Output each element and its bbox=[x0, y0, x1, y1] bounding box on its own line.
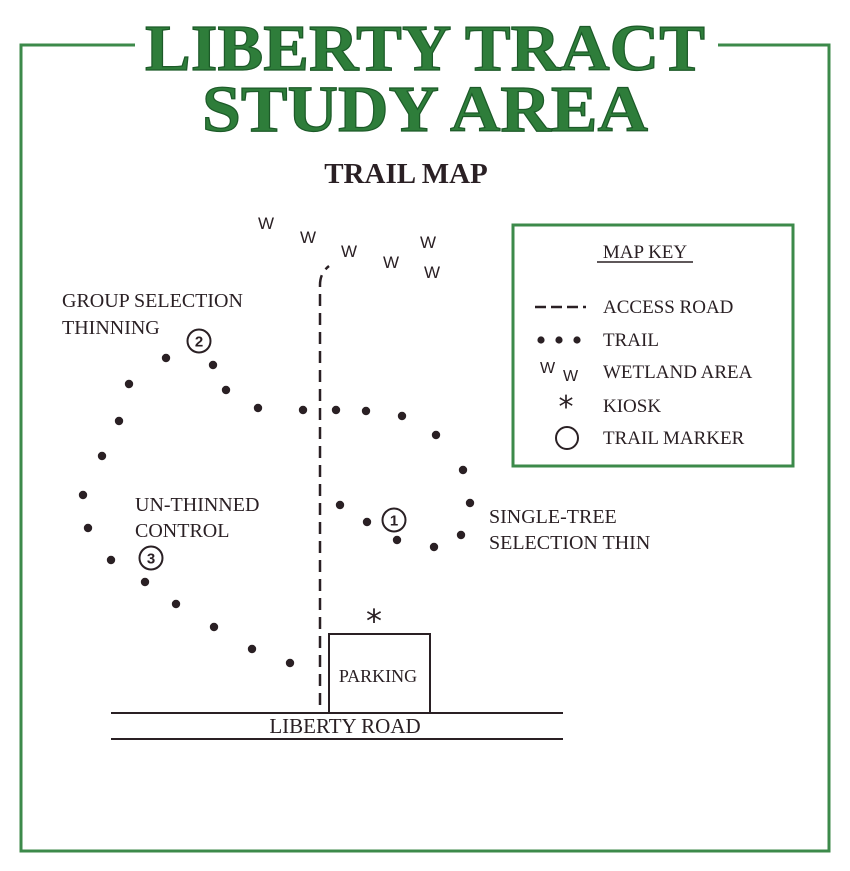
trail-dot bbox=[114, 416, 124, 426]
trail-dot bbox=[465, 498, 475, 508]
trail-dot bbox=[335, 500, 345, 510]
label-unthinned-line-2: CONTROL bbox=[135, 520, 229, 542]
map-key-frame bbox=[511, 223, 795, 468]
trail-dot bbox=[431, 430, 441, 440]
trail-dot bbox=[298, 405, 308, 415]
trail-marker-number: 2 bbox=[195, 334, 203, 351]
map-key: MAP KEY ACCESS ROAD TRAIL W W WETLAND AR… bbox=[511, 223, 795, 468]
title-line-1: LIBERTY TRACT bbox=[145, 12, 705, 85]
trail-dot bbox=[221, 385, 231, 395]
map-key-item-kiosk: KIOSK bbox=[603, 396, 661, 417]
svg-text:W: W bbox=[540, 360, 556, 377]
trail-dot bbox=[397, 411, 407, 421]
circle-icon bbox=[186, 328, 212, 354]
trail-dot bbox=[209, 622, 219, 632]
wetland-icon: W bbox=[424, 263, 440, 282]
circle-icon bbox=[138, 545, 164, 571]
access-road bbox=[318, 265, 330, 705]
trail bbox=[78, 353, 475, 668]
trail-dot bbox=[106, 555, 116, 565]
wetland-icon: W bbox=[341, 242, 357, 261]
road-label: LIBERTY ROAD bbox=[269, 714, 420, 738]
parking-lot bbox=[328, 633, 431, 712]
wetland-icon: W bbox=[383, 253, 399, 272]
trail-dot bbox=[392, 535, 402, 545]
trail-marker-number: 3 bbox=[147, 551, 155, 568]
label-single-tree-line-2: SELECTION THIN bbox=[489, 532, 650, 554]
trail-dot bbox=[140, 577, 150, 587]
subtitle-trail-map: TRAIL MAP bbox=[324, 158, 488, 190]
parking-label: PARKING bbox=[339, 666, 417, 686]
svg-text:W: W bbox=[563, 368, 579, 385]
label-group-selection-line-1: GROUP SELECTION bbox=[62, 290, 243, 312]
trail-dot bbox=[247, 644, 257, 654]
wetland-icon: W bbox=[258, 214, 274, 233]
trail-dot bbox=[429, 542, 439, 552]
wetland-area: W W W W W W bbox=[258, 214, 440, 282]
dotted-line-icon bbox=[537, 336, 581, 344]
wetland-icon: W W bbox=[540, 360, 579, 385]
trail-dot bbox=[331, 405, 341, 415]
circle-icon bbox=[555, 426, 579, 450]
wetland-icon: W bbox=[300, 228, 316, 247]
map-key-item-trail-marker: TRAIL MARKER bbox=[603, 428, 745, 449]
trail-dot bbox=[124, 379, 134, 389]
trail-dot bbox=[83, 523, 93, 533]
trail-dot bbox=[458, 465, 468, 475]
trail-dot bbox=[285, 658, 295, 668]
label-single-tree-line-1: SINGLE-TREE bbox=[489, 506, 617, 528]
trail-dot bbox=[208, 360, 218, 370]
map-key-heading: MAP KEY bbox=[603, 242, 688, 263]
wetland-icon: W bbox=[420, 233, 436, 252]
trail-marker-2: 2 bbox=[186, 328, 212, 354]
trail-marker-3: 3 bbox=[138, 545, 164, 571]
trail-dot bbox=[361, 406, 371, 416]
title-line-2: STUDY AREA bbox=[202, 73, 648, 146]
map-key-item-access-road: ACCESS ROAD bbox=[603, 297, 733, 318]
trail-dot bbox=[78, 490, 88, 500]
trail-dot bbox=[97, 451, 107, 461]
trail-marker-number: 1 bbox=[390, 513, 398, 530]
asterisk-icon: * bbox=[559, 390, 574, 425]
circle-icon bbox=[381, 507, 407, 533]
trail-dot bbox=[171, 599, 181, 609]
trail-dot bbox=[362, 517, 372, 527]
trail-dot bbox=[161, 353, 171, 363]
kiosk-icon: * bbox=[366, 602, 382, 640]
trail-dot bbox=[456, 530, 466, 540]
trail-dot bbox=[253, 403, 263, 413]
map-key-item-trail: TRAIL bbox=[603, 330, 659, 351]
map-frame bbox=[19, 43, 831, 853]
trail-marker-1: 1 bbox=[381, 507, 407, 533]
label-unthinned-line-1: UN-THINNED bbox=[135, 494, 259, 516]
map-key-item-wetland: WETLAND AREA bbox=[603, 362, 753, 383]
label-group-selection-line-2: THINNING bbox=[62, 317, 160, 339]
